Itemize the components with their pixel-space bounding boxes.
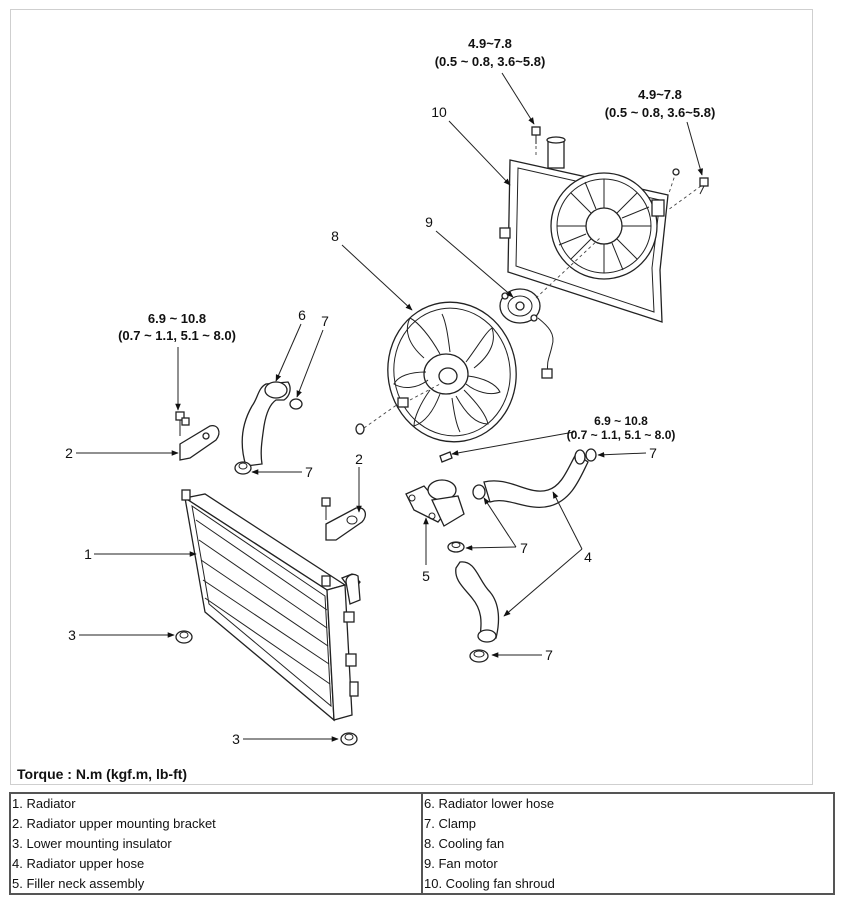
cooling-fan-shroud bbox=[499, 136, 669, 323]
motor-axis-line bbox=[535, 237, 601, 299]
shroud-bolt-left bbox=[531, 126, 541, 144]
torque-bracket-detail: (0.7 ~ 1.1, 5.1 ~ 8.0) bbox=[118, 328, 236, 343]
callout-fan-motor: 9 bbox=[425, 214, 433, 230]
legend-item: 7. Clamp bbox=[424, 816, 477, 831]
filler-neck-bolt bbox=[439, 451, 453, 463]
fan-axis-line bbox=[363, 383, 441, 429]
clamp-lower-hose-bottom bbox=[234, 461, 252, 475]
torque-filler-neck-value: 6.9 ~ 10.8 bbox=[594, 414, 648, 428]
callout-bracket-right: 2 bbox=[355, 451, 363, 467]
clamp-upper-hose-right bbox=[585, 448, 597, 462]
callout-insulator-lower: 3 bbox=[232, 731, 240, 747]
callout-clamp-bottom: 7 bbox=[545, 647, 553, 663]
filler-neck-assembly bbox=[405, 479, 465, 527]
callout-clamp-lower-hose: 7 bbox=[305, 464, 313, 480]
legend-item: 2. Radiator upper mounting bracket bbox=[12, 816, 216, 831]
torque-shroud-left-value: 4.9~7.8 bbox=[468, 36, 512, 51]
torque-units-note: Torque : N.m (kgf.m, lb-ft) bbox=[17, 766, 188, 782]
clamp-upper-hose-bottom bbox=[469, 649, 489, 663]
shroud-bolt-mid bbox=[672, 168, 680, 176]
fan-motor bbox=[499, 288, 554, 379]
torque-shroud-right-detail: (0.5 ~ 0.8, 3.6~5.8) bbox=[605, 105, 716, 120]
legend-item: 1. Radiator bbox=[12, 796, 76, 811]
radiator-upper-hose-bottom bbox=[455, 561, 500, 643]
upper-mounting-bracket-left bbox=[175, 411, 220, 461]
legend-item: 8. Cooling fan bbox=[424, 836, 505, 851]
legend-item: 5. Filler neck assembly bbox=[12, 876, 145, 891]
radiator-lower-hose bbox=[241, 381, 291, 467]
callout-lower-hose: 6 bbox=[298, 307, 306, 323]
clamp-upper-hose-mid bbox=[447, 541, 465, 553]
fan-washer bbox=[355, 423, 365, 435]
radiator bbox=[181, 489, 361, 722]
shroud-bolt-line bbox=[535, 134, 702, 211]
callout-clamp-top: 7 bbox=[321, 313, 329, 329]
exploded-view-diagram: 4.9~7.8 (0.5 ~ 0.8, 3.6~5.8) 4.9~7.8 (0.… bbox=[65, 36, 716, 747]
lower-mounting-insulator-upper bbox=[175, 630, 193, 644]
legend-item: 10. Cooling fan shroud bbox=[424, 876, 555, 891]
leader-lines bbox=[76, 72, 703, 742]
callout-filler-neck: 5 bbox=[422, 568, 430, 584]
callout-cooling-fan: 8 bbox=[331, 228, 339, 244]
legend-item: 3. Lower mounting insulator bbox=[12, 836, 172, 851]
legend-item: 6. Radiator lower hose bbox=[424, 796, 555, 811]
callout-upper-hose: 4 bbox=[584, 549, 592, 565]
callout-fan-shroud: 10 bbox=[431, 104, 447, 120]
torque-bracket-value: 6.9 ~ 10.8 bbox=[148, 311, 206, 326]
legend-column-left: 1. Radiator 2. Radiator upper mounting b… bbox=[11, 794, 421, 893]
callout-clamp-right: 7 bbox=[649, 445, 657, 461]
figure-frame bbox=[10, 9, 813, 785]
torque-shroud-right-value: 4.9~7.8 bbox=[638, 87, 682, 102]
torque-filler-neck-detail: (0.7 ~ 1.1, 5.1 ~ 8.0) bbox=[567, 428, 676, 442]
legend-item: 9. Fan motor bbox=[424, 856, 498, 871]
cooling-fan bbox=[387, 301, 517, 443]
legend-column-right: 6. Radiator lower hose 7. Clamp 8. Cooli… bbox=[421, 794, 833, 893]
clamp-lower-hose-top bbox=[289, 398, 303, 410]
callout-bracket-left: 2 bbox=[65, 445, 73, 461]
callout-clamp-mid: 7 bbox=[520, 540, 528, 556]
radiator-upper-hose-top bbox=[483, 449, 589, 508]
parts-legend-table: 1. Radiator 2. Radiator upper mounting b… bbox=[9, 792, 835, 895]
fan-nut bbox=[397, 397, 409, 408]
callout-insulator-upper: 3 bbox=[68, 627, 76, 643]
clamp-upper-hose-left bbox=[472, 484, 486, 500]
legend-item: 4. Radiator upper hose bbox=[12, 856, 145, 871]
callout-radiator: 1 bbox=[84, 546, 92, 562]
shroud-bolt-right bbox=[699, 177, 709, 195]
torque-shroud-left-detail: (0.5 ~ 0.8, 3.6~5.8) bbox=[435, 54, 546, 69]
lower-mounting-insulator-lower bbox=[340, 732, 358, 746]
